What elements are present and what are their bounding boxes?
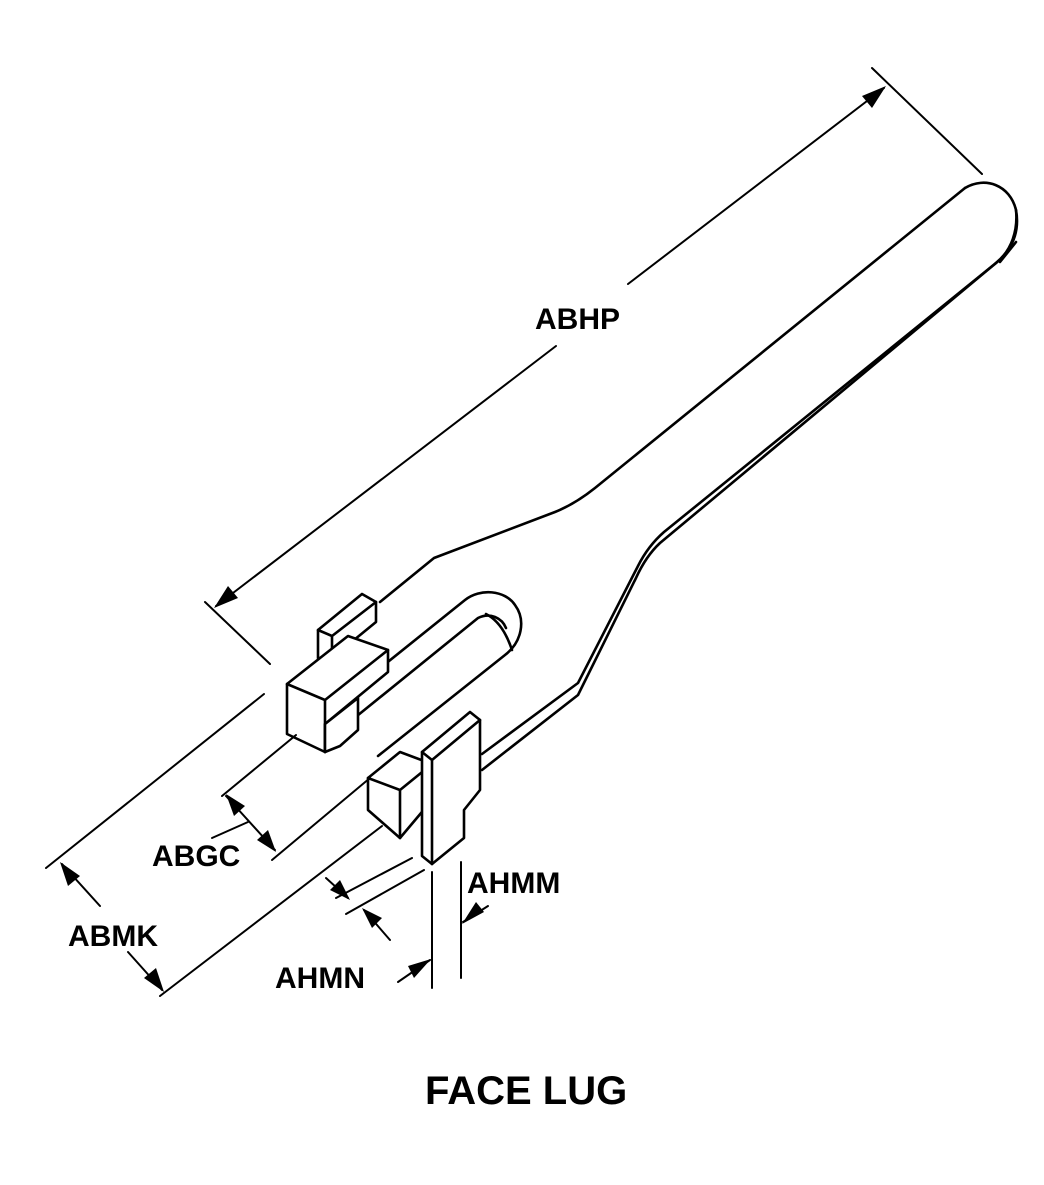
abhp-dimension-line-lower: [215, 345, 557, 607]
handle-lower-edge: [480, 261, 998, 756]
abhp-label: ABHP: [535, 303, 620, 336]
abgc-extension-upper: [221, 734, 297, 797]
ahmn-label: AHMN: [275, 962, 365, 995]
abgc-extension-lower: [271, 777, 371, 861]
dimension-ahmn: AHMN: [275, 857, 431, 995]
lug-body: [378, 181, 1019, 772]
upper-block-foot: [323, 696, 360, 754]
abhp-arrow-tip: [862, 86, 886, 108]
abgc-leader: [211, 821, 249, 839]
ahmn-arrow-lower: [362, 908, 382, 928]
abmk-label: ABMK: [68, 920, 158, 953]
abhp-extension-base: [204, 601, 271, 665]
abmk-extension-lower: [159, 825, 383, 997]
dimension-abhp: ABHP: [204, 67, 983, 665]
ahmn-extension-lower: [345, 869, 425, 915]
abhp-extension-tip: [871, 67, 983, 175]
ahmm-label: AHMM: [467, 867, 560, 900]
handle-thickness-edge: [480, 240, 1018, 772]
slot-depth: [484, 612, 514, 652]
abgc-label: ABGC: [152, 840, 240, 873]
dimension-abmk: ABMK: [45, 693, 383, 997]
abhp-dimension-line-upper: [627, 87, 885, 285]
lower-prong: [366, 710, 482, 866]
abgc-arrow-upper: [226, 794, 245, 816]
slot-outer: [316, 591, 523, 758]
abmk-extension-upper: [45, 693, 265, 869]
diagram-title: FACE LUG: [425, 1069, 627, 1113]
abmk-arrow-lower: [144, 968, 164, 992]
dimension-abgc: ABGC: [152, 734, 371, 873]
abmk-arrow-upper: [60, 862, 80, 886]
dimension-ahmm: AHMM: [431, 861, 560, 989]
ahmn-arrow-upper: [330, 880, 350, 900]
lower-face-block: [420, 710, 482, 866]
ahmm-arrow: [462, 902, 484, 924]
handle-tip-thickness: [994, 208, 1018, 265]
fork-slot: [316, 591, 523, 758]
upper-prong: [285, 592, 390, 754]
handle-upper-edge: [378, 186, 967, 604]
ahmn-extension-upper: [335, 857, 413, 899]
ahmn-arrow-side: [408, 959, 431, 978]
abhp-arrow-base: [214, 586, 238, 608]
slot-inner: [350, 614, 508, 722]
abgc-arrow-lower: [257, 830, 276, 852]
